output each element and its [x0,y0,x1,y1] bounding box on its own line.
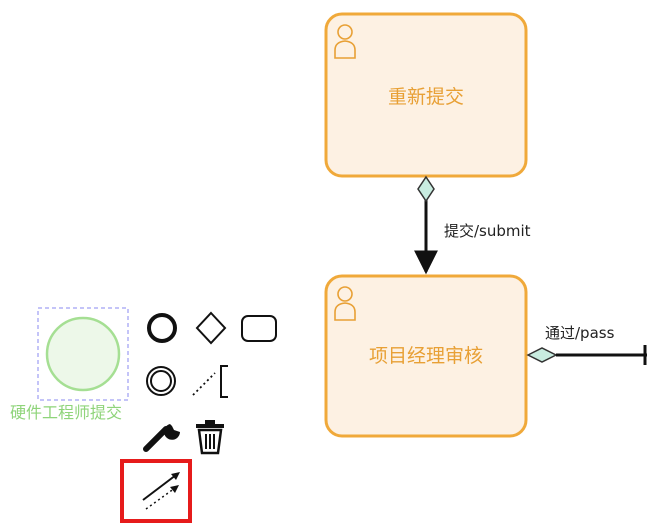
context-pad [120,311,277,523]
delete-trash-icon[interactable] [196,420,224,455]
start-event-label: 硬件工程师提交 [10,403,122,422]
user-icon [334,286,356,321]
highlight-box [120,459,192,523]
append-text-annotation-icon[interactable] [192,365,228,398]
task-resubmit[interactable]: 重新提交 [324,12,528,178]
append-end-event-icon[interactable] [147,313,177,343]
connect-arrow-icon[interactable] [120,459,192,523]
sequence-flow-submit[interactable]: 提交/submit [414,175,531,275]
user-icon [334,24,356,59]
sequence-flow-pass[interactable]: 通过/pass [526,324,647,365]
task-label: 项目经理审核 [369,345,483,367]
append-gateway-icon[interactable] [195,311,227,345]
flow-label: 提交/submit [444,222,531,240]
task-label: 重新提交 [388,86,464,108]
selection-outline [37,307,129,401]
start-event[interactable]: 硬件工程师提交 [10,307,129,422]
flow-label: 通过/pass [545,324,615,342]
conditional-diamond-icon [417,175,435,203]
append-task-icon[interactable] [241,315,277,342]
task-pm-review[interactable]: 项目经理审核 [324,274,528,438]
change-type-wrench-icon[interactable] [143,424,180,452]
append-intermediate-event-icon[interactable] [146,366,176,396]
conditional-diamond-icon [526,347,558,363]
